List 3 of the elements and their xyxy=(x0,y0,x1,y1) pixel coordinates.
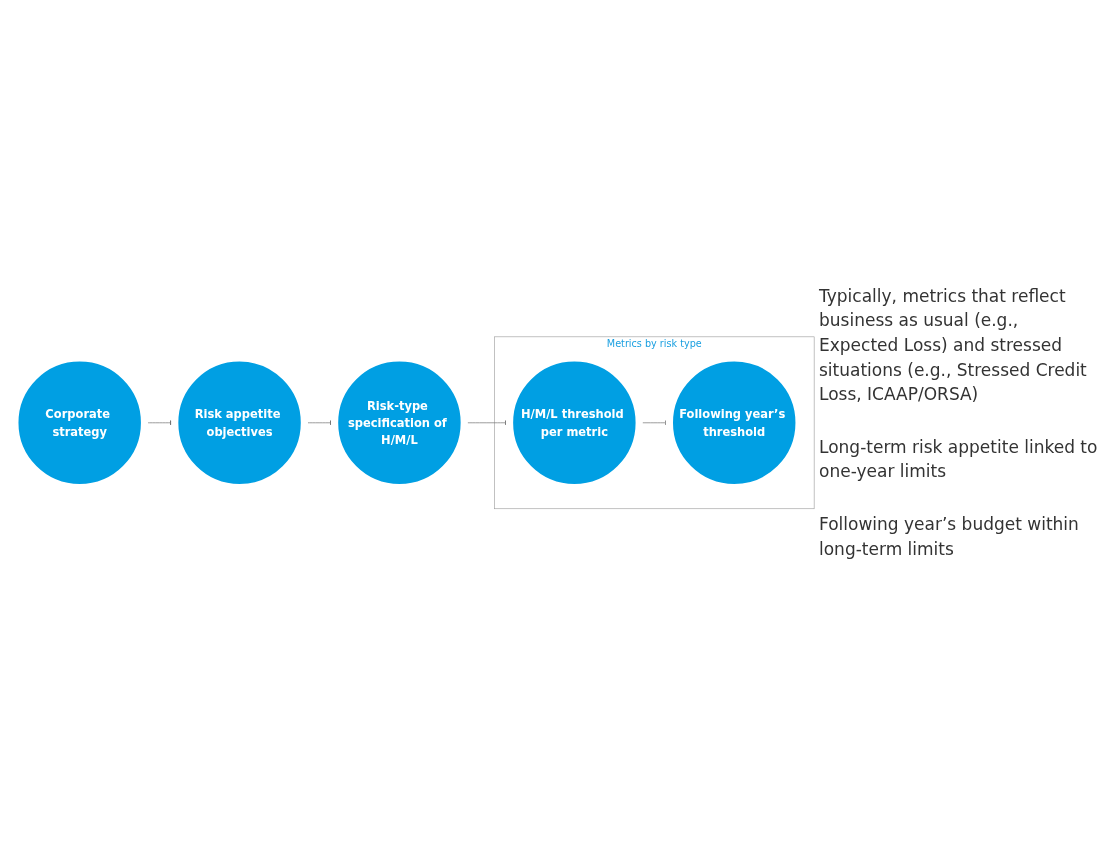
note-text: Typically, metrics that reflect business as usual (e.g., Expected Loss) and stressed situations (e.g., Stressed Credit Loss, ICAAP/ORSA) xyxy=(819,284,1088,407)
note-text: Following year’s budget within long-term limits xyxy=(819,513,1080,561)
note-text: Long-term risk appetite linked to one-year limits xyxy=(819,435,1099,484)
